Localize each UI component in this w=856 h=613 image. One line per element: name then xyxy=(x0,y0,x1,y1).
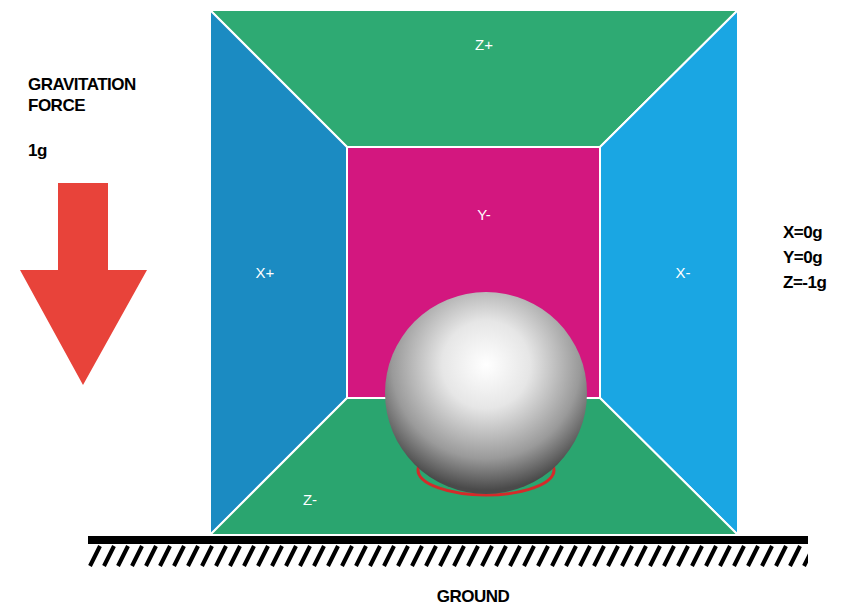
face-label: Z+ xyxy=(475,36,493,54)
ball xyxy=(385,292,587,494)
ground-label: GROUND xyxy=(437,586,510,607)
impact-ring xyxy=(440,453,532,483)
ground-line xyxy=(88,536,808,544)
axis-reading: Z=-1g xyxy=(783,272,826,293)
force-label: 1g xyxy=(28,140,47,161)
face-label: Z- xyxy=(303,491,317,509)
force-label: GRAVITATION FORCE xyxy=(28,74,178,116)
face-fill xyxy=(347,147,600,398)
cube-face: Z- xyxy=(210,398,738,535)
face-fill xyxy=(210,398,738,535)
gravity-arrow xyxy=(20,183,147,385)
face-label: X+ xyxy=(256,264,275,282)
impact-ring xyxy=(462,459,510,473)
axis-reading: X=0g xyxy=(783,222,822,243)
cube-face: Y- xyxy=(347,147,600,398)
face-label: X- xyxy=(676,264,691,282)
impact-ring xyxy=(418,445,554,495)
ground-hatch xyxy=(88,544,808,568)
face-shape xyxy=(347,147,600,398)
face-shape xyxy=(210,398,738,535)
face-label: Y- xyxy=(477,206,491,224)
axis-reading: Y=0g xyxy=(783,247,822,268)
